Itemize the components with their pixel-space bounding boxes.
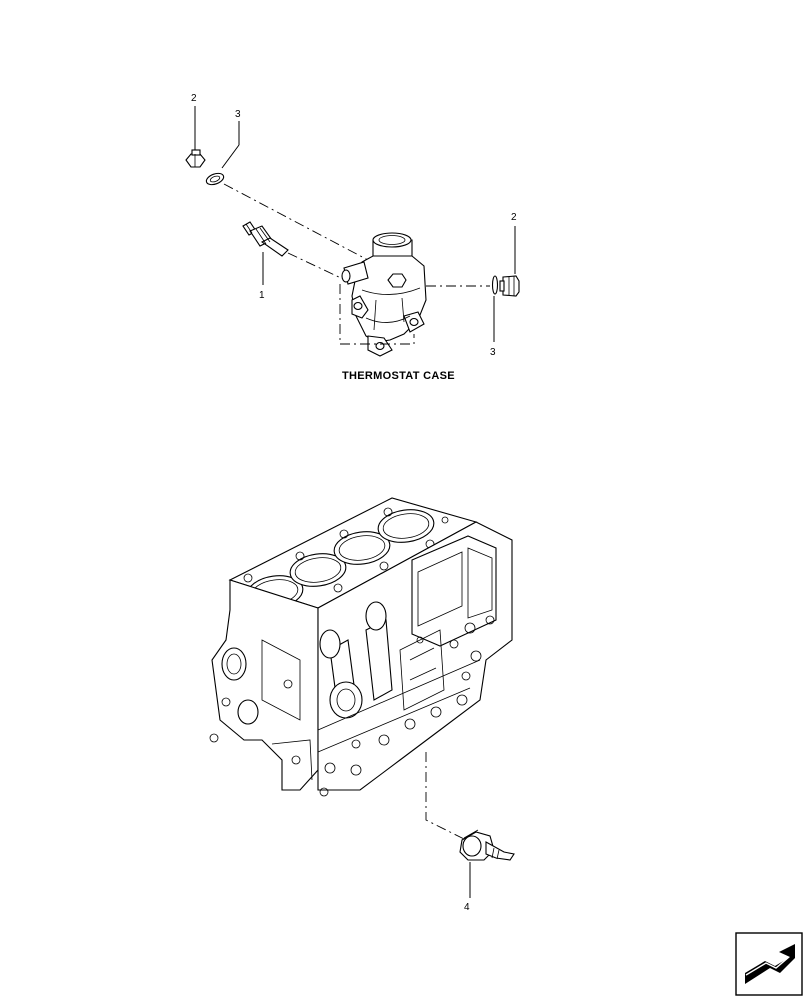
callout-3-right: 3 — [490, 347, 496, 358]
callout-3-top: 3 — [235, 109, 241, 120]
callout-2-top: 2 — [191, 93, 197, 104]
temperature-sensor-item-1 — [242, 221, 289, 257]
next-page-arrow-icon[interactable] — [735, 932, 803, 996]
thermostat-case-caption: THERMOSTAT CASE — [342, 370, 455, 382]
thermostat-case-group: 2 3 1 — [185, 93, 520, 382]
callout-2-right: 2 — [511, 212, 517, 223]
thermostat-case — [341, 232, 427, 357]
plug-item-2-right — [499, 275, 520, 297]
callout-1: 1 — [259, 290, 265, 301]
washer-item-3-top — [205, 172, 225, 186]
assembly-line-top — [223, 183, 369, 261]
plug-item-2-top — [185, 149, 206, 168]
assembly-line-switch — [425, 752, 467, 841]
pressure-switch-item-4 — [459, 829, 515, 861]
leader-3-top-b — [221, 144, 240, 169]
washer-item-3-right — [491, 275, 499, 295]
callout-4: 4 — [464, 902, 470, 913]
assembly-line-flange — [339, 284, 415, 345]
engine-block — [209, 497, 513, 797]
